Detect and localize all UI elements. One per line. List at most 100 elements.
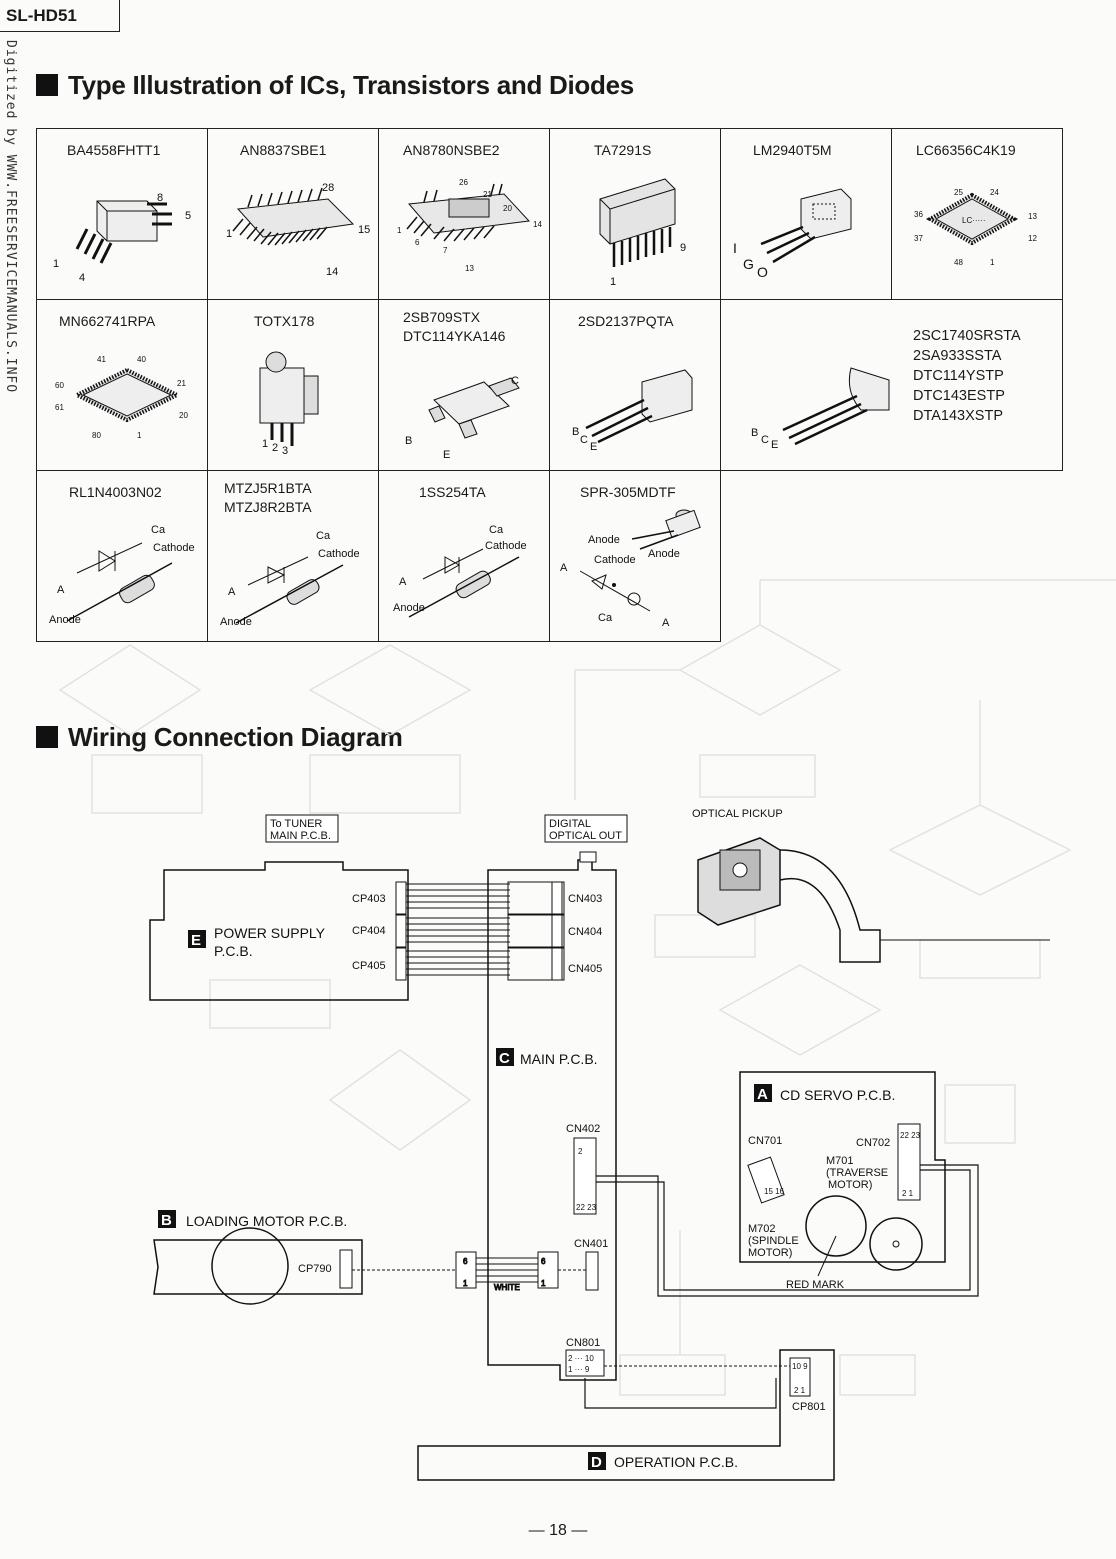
svg-text:CN404: CN404: [568, 926, 602, 938]
svg-text:2 1: 2 1: [902, 1189, 914, 1198]
svg-text:2 ··· 10: 2 ··· 10: [568, 1354, 594, 1363]
cell-spr305: SPR-305MDTF Anode Cathode Anode A Ca A: [549, 470, 721, 642]
svg-text:Anode: Anode: [220, 616, 252, 628]
svg-text:C: C: [511, 375, 519, 387]
svg-text:B: B: [161, 1212, 172, 1229]
part-label: LM2940T5M: [753, 142, 832, 158]
to-tuner-label: To TUNER MAIN P.C.B.: [265, 814, 339, 843]
pcb-letter-b-badge: [158, 1210, 176, 1228]
svg-text:OPERATION P.C.B.: OPERATION P.C.B.: [614, 1454, 738, 1470]
loading-motor-pcb: B LOADING MOTOR P.C.B. CP790: [153, 1210, 363, 1305]
cell-ta7291: TA7291S 9 1: [549, 128, 721, 300]
ic-soic-illustration: 8 5 1 4: [53, 192, 191, 284]
svg-text:MOTOR): MOTOR): [828, 1179, 872, 1191]
svg-text:3: 3: [282, 445, 288, 457]
svg-text:2 1: 2 1: [794, 1386, 806, 1395]
svg-text:A: A: [560, 562, 568, 574]
svg-text:A: A: [57, 584, 65, 596]
svg-text:E: E: [590, 441, 597, 453]
svg-text:48: 48: [954, 258, 963, 267]
svg-text:C: C: [580, 434, 588, 446]
wiring-section-title-text: Wiring Connection Diagram: [68, 722, 403, 752]
qfp-illustration: LC····· 25 24 36 13 37 12 48 1: [914, 188, 1037, 267]
svg-text:1: 1: [610, 276, 616, 288]
svg-text:I: I: [733, 240, 737, 256]
svg-text:POWER SUPPLY: POWER SUPPLY: [214, 925, 326, 941]
cell-ba4558: BA4558FHTT1 8 5 1 4: [36, 128, 208, 300]
svg-text:G: G: [743, 256, 754, 272]
svg-text:DIGITAL: DIGITAL: [549, 818, 591, 830]
part-label: 1SS254TA: [419, 484, 486, 500]
svg-text:20: 20: [503, 204, 512, 213]
ic-hsop-illustration: 26 21 20 14 1 6 7 13: [397, 178, 542, 273]
svg-text:CP801: CP801: [792, 1401, 826, 1413]
part-label: SPR-305MDTF: [580, 484, 676, 500]
wiring-section-title: Wiring Connection Diagram: [36, 722, 403, 753]
svg-text:2: 2: [578, 1147, 583, 1156]
svg-text:Anode: Anode: [588, 534, 620, 546]
page-number: — 18 —: [528, 1522, 588, 1539]
svg-text:61: 61: [55, 403, 64, 412]
svg-text:4: 4: [79, 272, 85, 284]
svg-text:(SPINDLE: (SPINDLE: [748, 1235, 799, 1247]
qfp80-illustration: 41 40 60 21 61 20 80 1: [55, 355, 188, 440]
svg-text:36: 36: [914, 210, 923, 219]
main-servo-wires: [596, 1164, 979, 1297]
cell-an8780: AN8780NSBE2 26 21 20 14 1 6 7 13: [378, 128, 550, 300]
svg-text:B: B: [751, 427, 758, 439]
svg-text:CP403: CP403: [352, 893, 386, 905]
to220-illustration: I G O: [733, 188, 852, 280]
switching-diode-illustration: Ca Cathode A Anode: [393, 524, 527, 618]
part-label: BA4558FHTT1: [67, 142, 161, 158]
svg-text:6: 6: [415, 238, 420, 247]
operation-pcb: 10 9 2 1 CP801 D OPERATION P.C.B.: [417, 1349, 835, 1481]
svg-text:6: 6: [463, 1257, 468, 1266]
zener-illustration: Ca Cathode A Anode: [220, 530, 360, 628]
svg-text:A: A: [757, 1086, 768, 1103]
svg-text:CP405: CP405: [352, 960, 386, 972]
svg-text:1: 1: [463, 1279, 468, 1288]
svg-text:E: E: [191, 932, 201, 949]
part-label: RL1N4003N02: [69, 484, 162, 500]
part-label: 2SB709STX DTC114YKA146: [403, 309, 506, 344]
svg-text:25: 25: [954, 188, 963, 197]
pcb-letter-c-badge: [496, 1048, 514, 1066]
part-label: LC66356C4K19: [916, 142, 1016, 158]
svg-text:CN702: CN702: [856, 1137, 890, 1149]
svg-text:C: C: [499, 1050, 510, 1067]
svg-text:Cathode: Cathode: [485, 540, 527, 552]
svg-text:40: 40: [137, 355, 146, 364]
svg-text:B: B: [572, 426, 579, 438]
svg-text:9: 9: [680, 242, 686, 254]
svg-text:MAIN P.C.B.: MAIN P.C.B.: [270, 830, 331, 842]
cell-small-transistors: 2SC1740SRSTA 2SA933SSTA DTC114YSTP DTC14…: [720, 299, 1063, 471]
svg-text:15: 15: [358, 224, 370, 236]
svg-text:1: 1: [262, 438, 268, 450]
svg-text:O: O: [757, 264, 768, 280]
svg-text:60: 60: [55, 381, 64, 390]
svg-text:1: 1: [137, 431, 142, 440]
power-transistor-illustration: B C E: [572, 369, 693, 453]
svg-text:OPTICAL OUT: OPTICAL OUT: [549, 830, 622, 842]
svg-text:5: 5: [185, 210, 191, 222]
part-label: MN662741RPA: [59, 313, 156, 329]
optical-transmitter-illustration: 1 2 3: [259, 351, 319, 457]
svg-text:37: 37: [914, 234, 923, 243]
ic-section-title: Type Illustration of ICs, Transistors an…: [36, 70, 634, 101]
svg-text:A: A: [399, 576, 407, 588]
svg-text:CN801: CN801: [566, 1337, 600, 1349]
svg-text:CN701: CN701: [748, 1135, 782, 1147]
svg-text:LOADING MOTOR P.C.B.: LOADING MOTOR P.C.B.: [186, 1213, 347, 1229]
svg-text:Ca: Ca: [489, 524, 504, 536]
svg-text:(TRAVERSE: (TRAVERSE: [826, 1167, 888, 1179]
cell-totx178: TOTX178 1 2 3: [207, 299, 379, 471]
part-label: TOTX178: [254, 313, 315, 329]
svg-text:7: 7: [443, 246, 448, 255]
svg-text:MOTOR): MOTOR): [748, 1247, 792, 1259]
svg-text:E: E: [771, 439, 778, 451]
svg-text:1: 1: [226, 228, 232, 240]
main-pcb: CN403 CN404 CN405 C MAIN P.C.B. CN402 2 …: [487, 851, 617, 1381]
svg-text:To TUNER: To TUNER: [270, 818, 322, 830]
